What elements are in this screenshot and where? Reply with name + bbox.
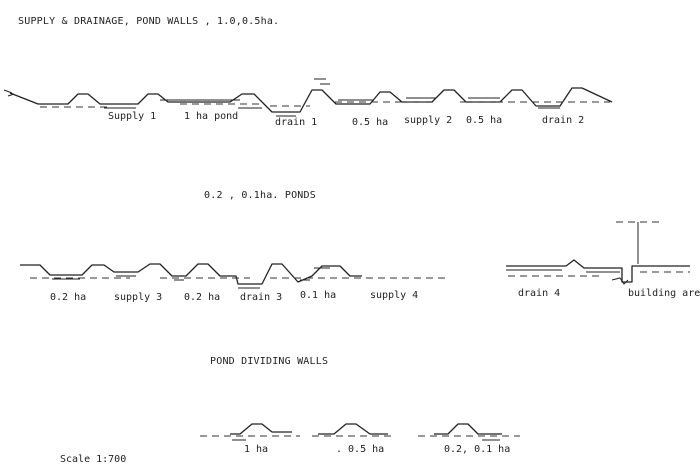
profile-small-ponds	[20, 263, 450, 289]
title-dividing-walls: POND DIVIDING WALLS	[210, 356, 328, 367]
label-drain-2: drain 2	[542, 115, 584, 126]
label-wall-1ha: 1 ha	[244, 444, 268, 455]
label-drain-3: drain 3	[240, 292, 282, 303]
label-0-2ha-b: 0.2 ha	[184, 292, 220, 303]
scale-label: Scale 1:700	[60, 454, 126, 465]
label-wall-0-2-0-1ha: 0.2, 0.1 ha	[444, 444, 510, 455]
title-small-ponds: 0.2 , 0.1ha. PONDS	[204, 190, 316, 201]
label-supply-1: Supply 1	[108, 111, 156, 122]
profile-dividing-walls	[200, 423, 520, 441]
title-supply-drainage: SUPPLY & DRAINAGE, POND WALLS , 1.0,0.5h…	[18, 16, 279, 27]
label-0-2ha-a: 0.2 ha	[50, 292, 86, 303]
label-drain-1: drain 1	[275, 117, 317, 128]
profile-drain-building	[506, 221, 690, 285]
label-0-5ha-b: 0.5 ha	[466, 115, 502, 126]
label-1ha-pond: 1 ha pond	[184, 111, 238, 122]
label-supply-3: supply 3	[114, 292, 162, 303]
label-building-area: building are	[628, 288, 700, 299]
label-0-5ha-a: 0.5 ha	[352, 117, 388, 128]
label-0-1ha: 0.1 ha	[300, 290, 336, 301]
label-drain-4: drain 4	[518, 288, 560, 299]
label-supply-2: supply 2	[404, 115, 452, 126]
profile-supply-drainage	[3, 78, 613, 117]
label-supply-4: supply 4	[370, 290, 418, 301]
label-wall-0-5ha: . 0.5 ha	[336, 444, 384, 455]
